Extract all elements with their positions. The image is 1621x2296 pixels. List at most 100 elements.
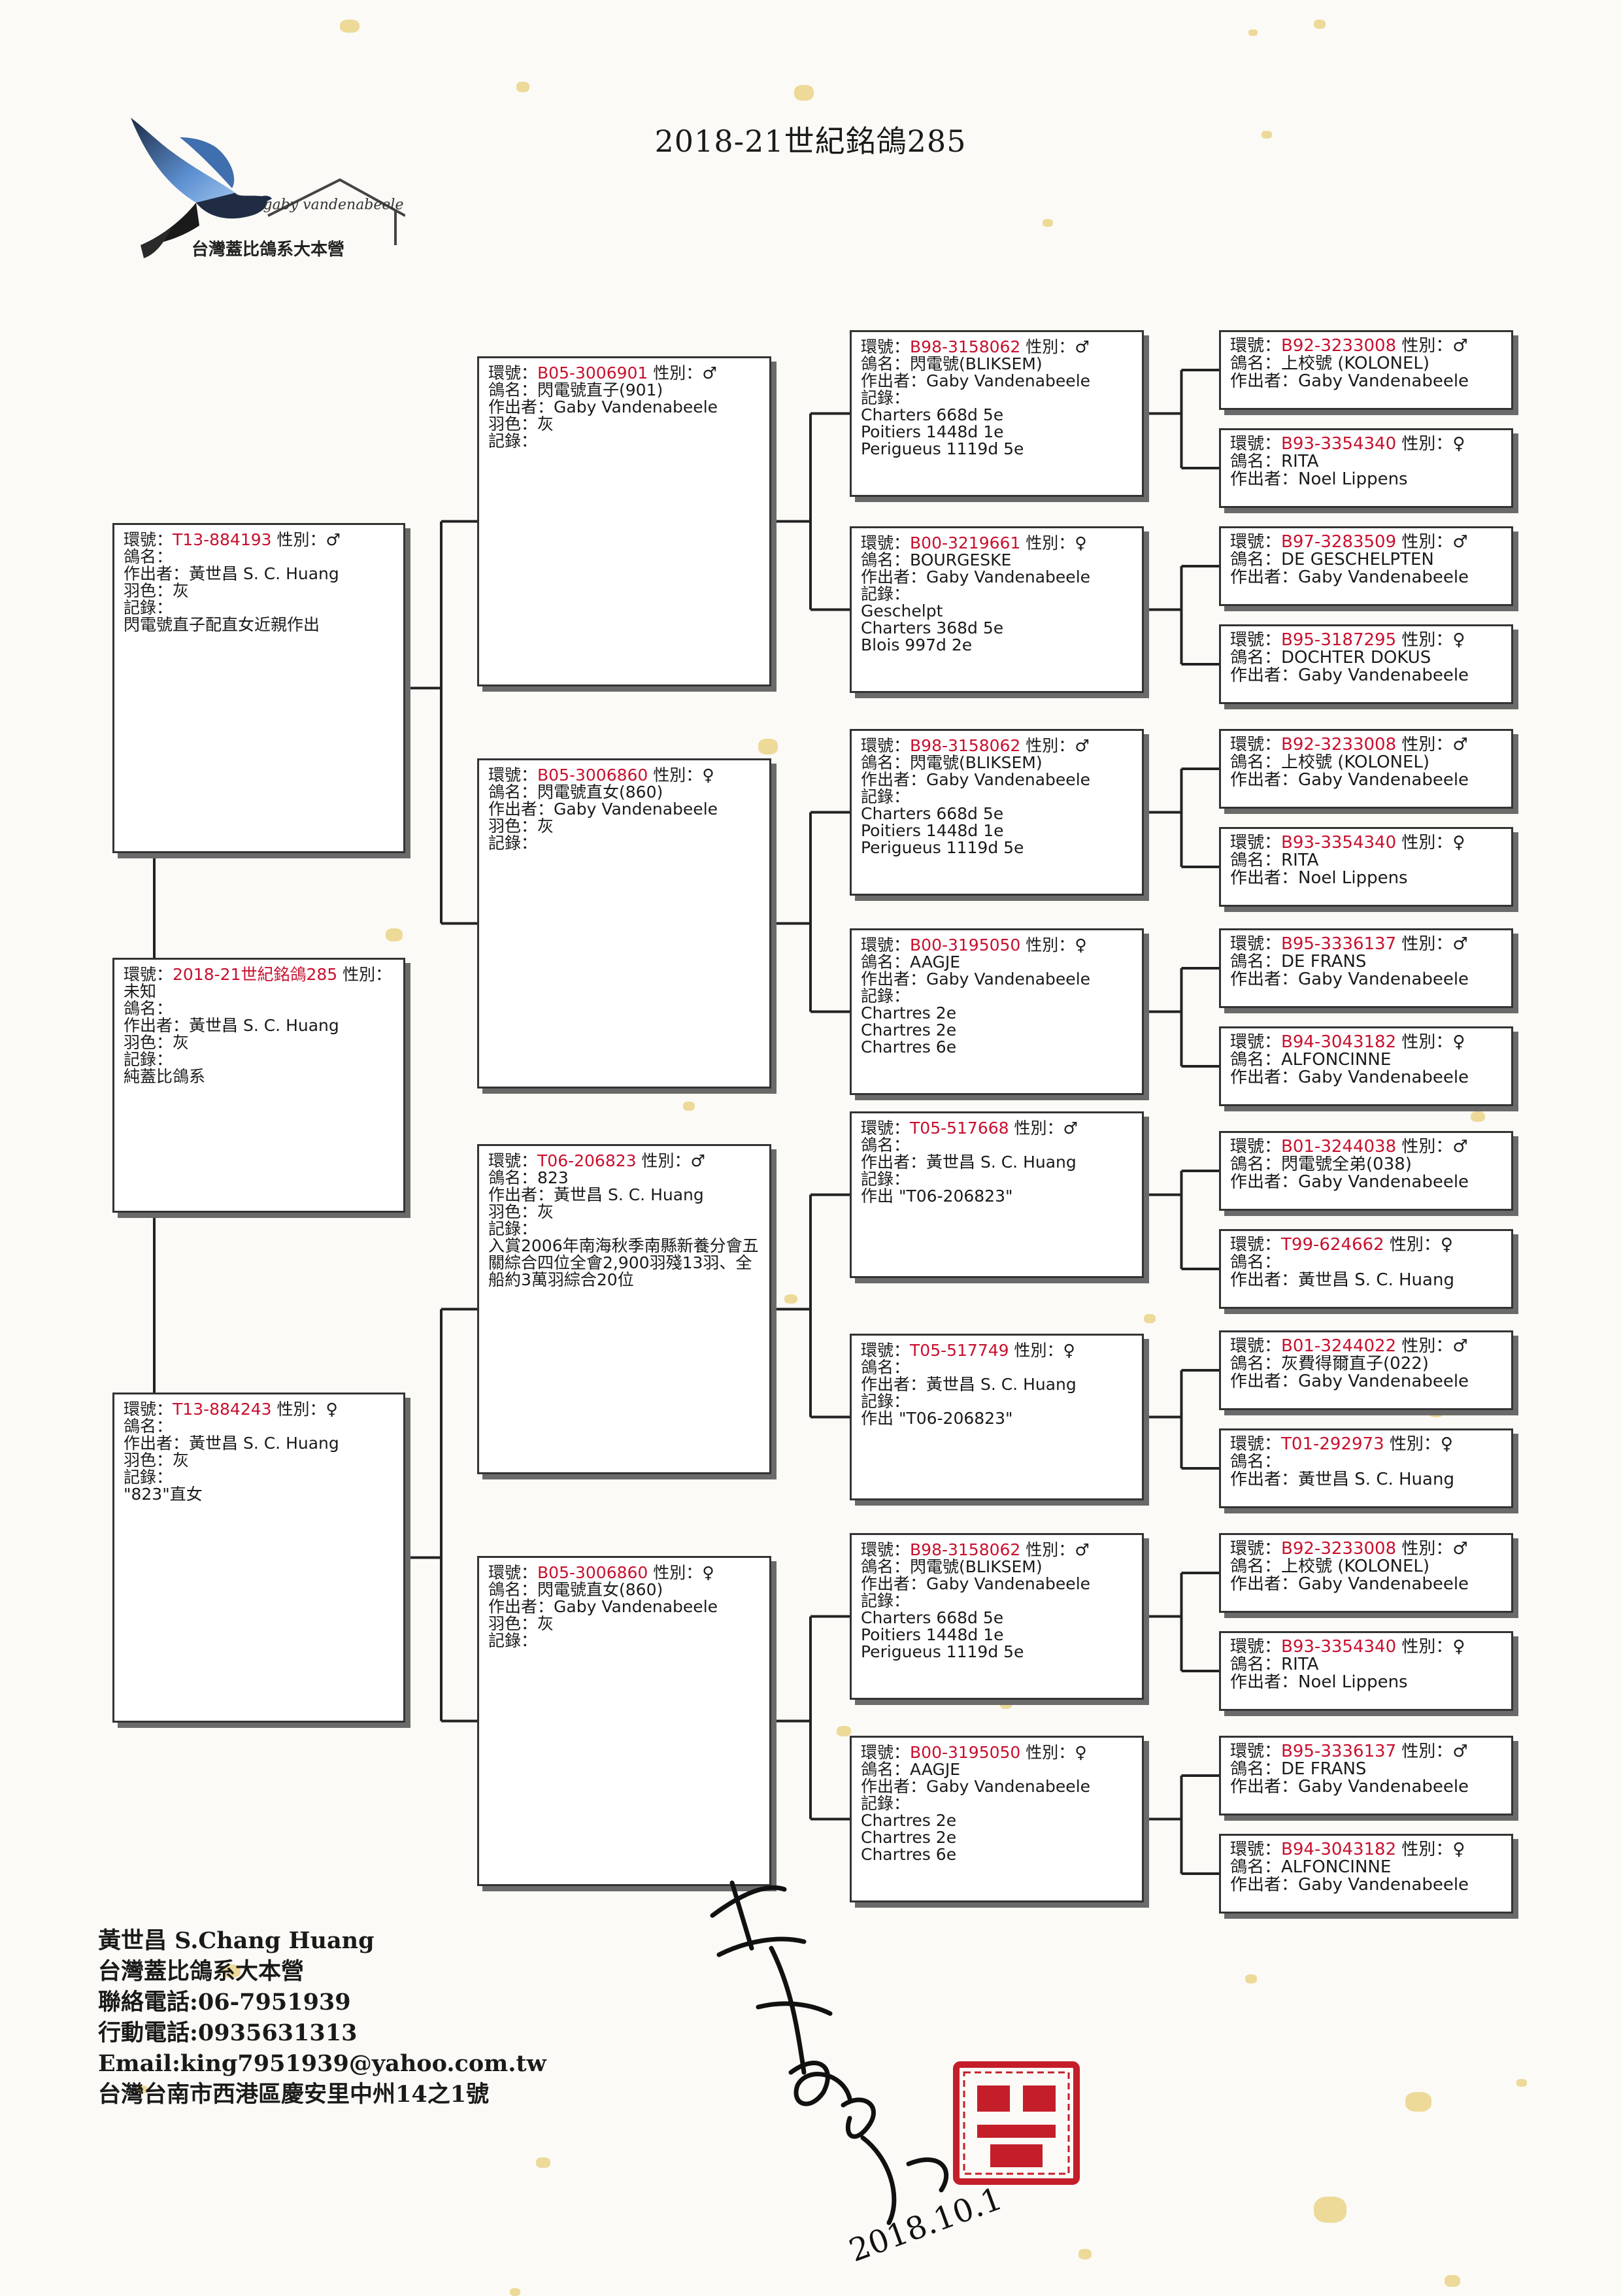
gold-fleck <box>683 1102 695 1111</box>
name-label: 鴿名： <box>861 754 911 771</box>
pigeon-card[interactable]: 環號：B05-3006901 性別：♂鴿名：閃電號直子(901)作出者：Gaby… <box>477 356 771 686</box>
ring-number: B00-3219661 <box>910 535 1021 552</box>
spacer <box>272 1401 277 1418</box>
ring-line: 環號：B98-3158062 性別：♂ <box>861 737 1133 754</box>
record-line: 記錄： <box>124 1051 394 1068</box>
breeder-line: 作出者：黃世昌 S. C. Huang <box>124 1435 394 1452</box>
ring-line: 環號：B01-3244038 性別：♂ <box>1230 1138 1502 1156</box>
sex-label: 性別： <box>1389 1236 1441 1254</box>
breeder-label: 作出者： <box>861 1376 927 1393</box>
name-label: 鴿名： <box>488 1581 538 1598</box>
breeder-label: 作出者： <box>1230 1876 1299 1894</box>
breeder-value: Gaby Vandenabeele <box>1298 1876 1469 1894</box>
breeder-label: 作出者： <box>124 1435 190 1452</box>
gold-fleck <box>510 2288 520 2296</box>
color-label: 羽色： <box>124 1034 173 1051</box>
ring-line: 環號：B95-3187295 性別：♀ <box>1230 632 1502 649</box>
ring-line: 環號：B92-3233008 性別：♂ <box>1230 337 1502 355</box>
sex-label: 性別： <box>1401 736 1453 754</box>
pigeon-card[interactable]: 環號：B92-3233008 性別：♂鴿名：上校號 (KOLONEL)作出者：G… <box>1219 1533 1513 1613</box>
sex-value: ♀ <box>1452 1841 1465 1859</box>
breeder-value: Gaby Vandenabeele <box>1298 1069 1469 1087</box>
name-value: 閃電號(BLIKSEM) <box>910 356 1043 373</box>
gold-fleck <box>137 2085 148 2093</box>
name-label: 鴿名： <box>124 1000 173 1017</box>
record-note: Chartres 2e <box>861 1812 957 1829</box>
gold-fleck <box>340 20 359 33</box>
name-line: 鴿名： <box>1230 1254 1502 1272</box>
pigeon-card[interactable]: 環號：T13-884193 性別：♂鴿名：作出者：黃世昌 S. C. Huang… <box>112 523 405 853</box>
pigeon-card[interactable]: 環號：T13-884243 性別：♀鴿名：作出者：黃世昌 S. C. Huang… <box>112 1393 405 1723</box>
name-line: 鴿名：RITA <box>1230 453 1502 471</box>
sex-label: 性別： <box>653 1564 703 1581</box>
pigeon-card[interactable]: 環號：B05-3006860 性別：♀鴿名：閃電號直女(860)作出者：Gaby… <box>477 1556 771 1886</box>
pigeon-card[interactable]: 環號：T05-517668 性別：♂鴿名：作出者：黃世昌 S. C. Huang… <box>850 1111 1144 1278</box>
sex-value: ♀ <box>1075 937 1087 954</box>
sex-value: ♀ <box>1452 1638 1465 1656</box>
record-note: Chartres 2e <box>861 1829 957 1846</box>
record-line: 記錄： <box>124 599 394 616</box>
sex-value: ♀ <box>1452 435 1465 453</box>
record-label: 記錄： <box>861 788 911 805</box>
record-line: 記錄： <box>861 1795 1133 1812</box>
pigeon-card[interactable]: 環號：B98-3158062 性別：♂鴿名：閃電號(BLIKSEM)作出者：Ga… <box>850 330 1144 497</box>
pigeon-card[interactable]: 環號：B01-3244022 性別：♂鴿名：灰費得爾直子(022)作出者：Gab… <box>1219 1330 1513 1410</box>
pigeon-card[interactable]: 環號：B92-3233008 性別：♂鴿名：上校號 (KOLONEL)作出者：G… <box>1219 330 1513 410</box>
name-label: 鴿名： <box>1230 1656 1282 1674</box>
ring-number: T05-517749 <box>910 1342 1009 1359</box>
pigeon-card[interactable]: 環號：2018-21世紀銘鴿285 性別：未知鴿名：作出者：黃世昌 S. C. … <box>112 958 405 1213</box>
ring-number: B05-3006860 <box>537 767 648 784</box>
ring-number: B97-3283509 <box>1281 533 1397 551</box>
record-line: 記錄： <box>861 586 1133 603</box>
name-line: 鴿名：上校號 (KOLONEL) <box>1230 1558 1502 1576</box>
pigeon-card[interactable]: 環號：T01-292973 性別：♀鴿名：作出者：黃世昌 S. C. Huang <box>1219 1428 1513 1508</box>
pigeon-card[interactable]: 環號：B01-3244038 性別：♂鴿名：閃電號全弟(038)作出者：Gaby… <box>1219 1131 1513 1211</box>
ring-label: 環號： <box>861 1342 911 1359</box>
name-line: 鴿名：閃電號(BLIKSEM) <box>861 356 1133 373</box>
record-note: Charters 668d 5e <box>861 805 1004 822</box>
breeder-value: Gaby Vandenabeele <box>926 971 1091 988</box>
sex-label: 性別： <box>1401 632 1453 649</box>
record-label: 記錄： <box>861 1795 911 1812</box>
breeder-line: 作出者：Gaby Vandenabeele <box>1230 373 1502 390</box>
color-line: 羽色：灰 <box>124 1034 394 1051</box>
record-note: Chartres 6e <box>861 1039 957 1056</box>
name-line: 鴿名：閃電號全弟(038) <box>1230 1156 1502 1173</box>
name-label: 鴿名： <box>1230 1156 1282 1173</box>
record-note: 閃電號直子配直女近親作出 <box>124 616 320 633</box>
pigeon-card[interactable]: 環號：T99-624662 性別：♀鴿名：作出者：黃世昌 S. C. Huang <box>1219 1229 1513 1309</box>
ring-number: T99-624662 <box>1281 1236 1384 1254</box>
ring-number: 2018-21世紀銘鴿285 <box>173 966 338 984</box>
breeder-line: 作出者：黃世昌 S. C. Huang <box>124 1017 394 1034</box>
breeder-label: 作出者： <box>1230 869 1299 887</box>
name-label: 鴿名： <box>861 552 911 569</box>
pigeon-card[interactable]: 環號：B98-3158062 性別：♂鴿名：閃電號(BLIKSEM)作出者：Ga… <box>850 729 1144 896</box>
pigeon-card[interactable]: 環號：B05-3006860 性別：♀鴿名：閃電號直女(860)作出者：Gaby… <box>477 758 771 1089</box>
breeder-label: 作出者： <box>1230 1373 1299 1391</box>
pigeon-card[interactable]: 環號：B98-3158062 性別：♂鴿名：閃電號(BLIKSEM)作出者：Ga… <box>850 1533 1144 1700</box>
spacer <box>337 966 343 984</box>
pigeon-card[interactable]: 環號：B92-3233008 性別：♂鴿名：上校號 (KOLONEL)作出者：G… <box>1219 729 1513 809</box>
sex-value: ♂ <box>1452 936 1468 953</box>
pigeon-card[interactable]: 環號：T05-517749 性別：♀鴿名：作出者：黃世昌 S. C. Huang… <box>850 1334 1144 1500</box>
ring-label: 環號： <box>1230 337 1282 355</box>
name-label: 鴿名： <box>1230 551 1282 569</box>
sex-value: ♀ <box>1452 632 1465 649</box>
name-label: 鴿名： <box>1230 953 1282 971</box>
name-label: 鴿名： <box>1230 1859 1282 1876</box>
name-value: 閃電號直子(901) <box>537 382 663 399</box>
sex-label: 性別： <box>1401 533 1453 551</box>
